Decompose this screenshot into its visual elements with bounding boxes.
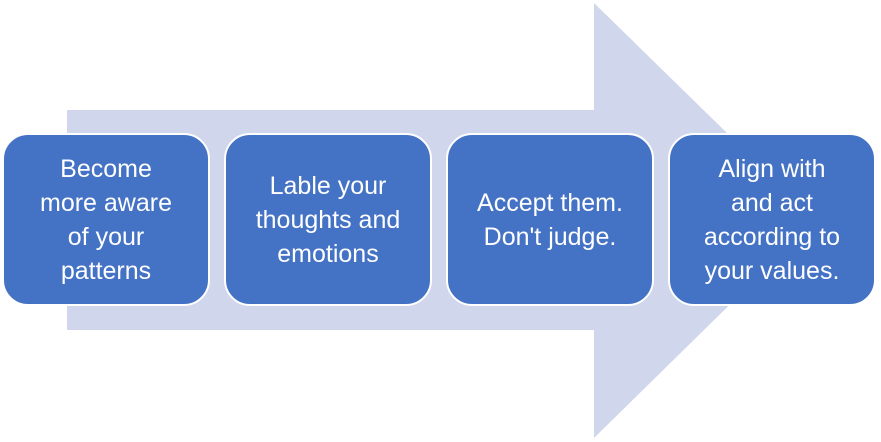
step-text-line: according to xyxy=(703,222,841,251)
step-box-become-aware: Become more aware of your patterns xyxy=(2,133,210,306)
step-text: Accept them. Don't judge. xyxy=(477,186,623,254)
step-text-line: Don't judge. xyxy=(483,222,617,251)
step-box-accept: Accept them. Don't judge. xyxy=(446,133,654,306)
step-text: Become more aware of your patterns xyxy=(40,152,172,288)
step-text-line: of your xyxy=(67,222,145,251)
step-text-line: thoughts and xyxy=(255,205,401,234)
step-text-line: and act xyxy=(730,188,813,217)
step-box-align-values: Align with and act according to your val… xyxy=(668,133,876,306)
step-text-line: patterns xyxy=(60,256,152,285)
step-text-line: more aware xyxy=(40,188,172,217)
step-text: Lable your thoughts and emotions xyxy=(256,169,401,271)
step-text-line: your values. xyxy=(704,256,840,285)
step-text-line: emotions xyxy=(277,239,379,268)
step-text-line: Align with xyxy=(718,154,826,183)
step-box-label-thoughts: Lable your thoughts and emotions xyxy=(224,133,432,306)
step-text-line: Lable your xyxy=(269,171,387,200)
step-text-line: Accept them. xyxy=(477,188,623,217)
step-text-line: Become xyxy=(60,154,152,183)
arrow-shape xyxy=(67,3,816,438)
step-text: Align with and act according to your val… xyxy=(704,152,840,288)
